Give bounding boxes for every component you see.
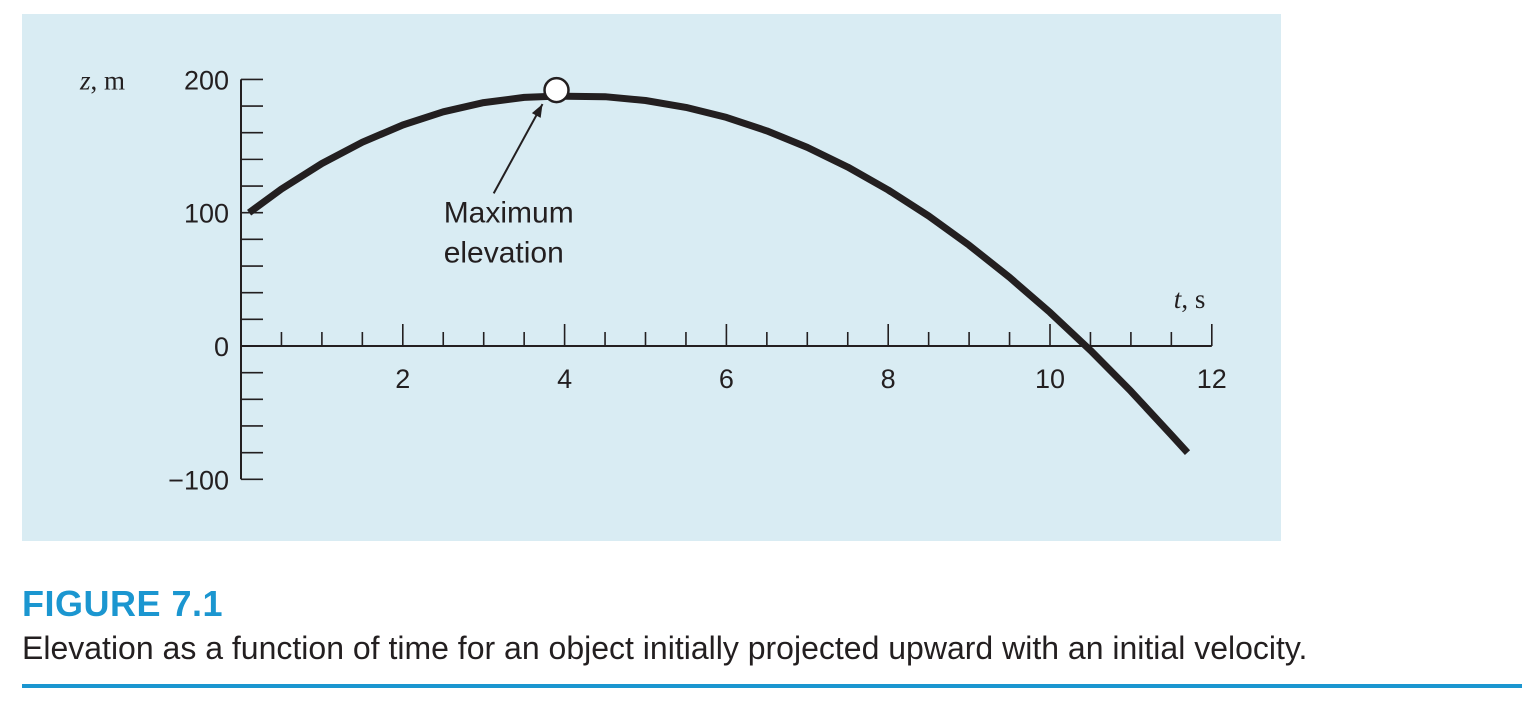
y-tick-label: 200	[184, 65, 229, 95]
annotation-arrowhead	[531, 104, 543, 118]
figure-label: FIGURE 7.1	[22, 583, 224, 624]
x-tick-label: 2	[395, 364, 410, 394]
annotation-arrow	[492, 103, 544, 194]
tick-labels: −100 0 100 200 2 4 6 8 10 12	[168, 65, 1227, 495]
y-tick-label: 100	[184, 199, 229, 229]
axes	[240, 79, 1212, 480]
x-tick-label: 12	[1197, 364, 1227, 394]
annotation-label-line1: Maximum	[444, 196, 574, 229]
x-tick-label: 6	[719, 364, 734, 394]
y-axis-title: z, m	[79, 65, 125, 95]
x-tick-label: 10	[1035, 364, 1065, 394]
y-tick-label: 0	[214, 332, 229, 362]
figure-caption: Elevation as a function of time for an o…	[22, 630, 1308, 666]
x-tick-label: 8	[881, 364, 896, 394]
annotation-label-line2: elevation	[444, 236, 564, 269]
ticks	[241, 78, 1213, 481]
y-tick-label: −100	[168, 465, 229, 495]
x-tick-label: 4	[557, 364, 572, 394]
max-elevation-marker	[543, 76, 570, 104]
x-axis-title: t, s	[1174, 284, 1206, 314]
series-line	[247, 92, 1191, 455]
elevation-chart: −100 0 100 200 2 4 6 8 10 12 Maximum elevation z,…	[79, 65, 1227, 495]
caption-divider	[22, 684, 1522, 688]
chart-panel: −100 0 100 200 2 4 6 8 10 12 Maximum elevation z,…	[22, 14, 1281, 541]
